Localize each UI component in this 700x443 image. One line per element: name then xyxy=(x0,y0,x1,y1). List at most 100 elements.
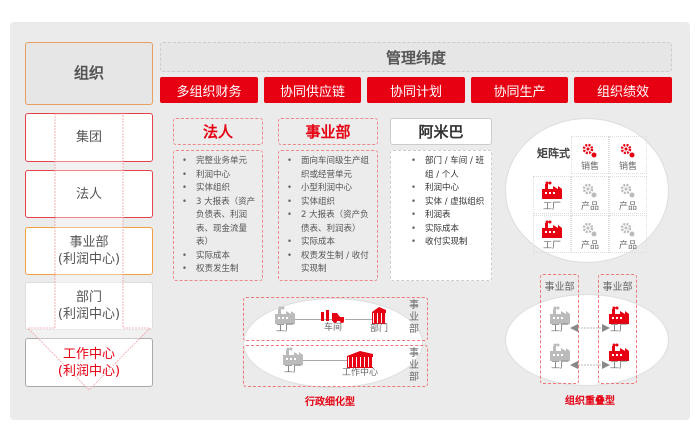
connector-line xyxy=(300,360,350,361)
cell-label: 工厂 xyxy=(542,241,561,251)
column-item: 利润中心 xyxy=(411,182,485,196)
factory-icon xyxy=(270,306,300,324)
column-item: 小型利润中心 xyxy=(287,182,371,196)
cell-label: 产品 xyxy=(618,241,637,251)
factory-icon xyxy=(541,181,563,199)
level-sublabel: (利润中心) xyxy=(57,363,121,379)
mgmt-header: 管理纬度 xyxy=(160,42,672,72)
gear-icon xyxy=(619,183,637,199)
matrix-cell: 产品 xyxy=(609,176,647,214)
cell-label: 产品 xyxy=(580,202,599,212)
cell-label: 产品 xyxy=(618,202,637,212)
cell-label: 产品 xyxy=(580,241,599,251)
node: 部门 xyxy=(364,306,394,335)
tab-finance[interactable]: 多组织财务 xyxy=(160,77,258,103)
overlap-division-box xyxy=(598,274,637,384)
column-item: 利润表 xyxy=(411,209,485,223)
connector-line xyxy=(285,319,335,320)
node: 工厂 xyxy=(278,347,308,376)
connector-line xyxy=(345,319,375,320)
node: 工厂 xyxy=(545,306,575,335)
factory-icon xyxy=(545,306,575,324)
admin-division-box xyxy=(243,345,428,387)
column-item: 实际成本 xyxy=(182,250,256,264)
node: 工厂 xyxy=(604,306,634,335)
node: 工厂 xyxy=(545,343,575,372)
column-item: 完整业务单元 xyxy=(182,155,256,169)
tab-planning[interactable]: 协同计划 xyxy=(367,77,465,103)
node-label: 车间 xyxy=(323,323,342,333)
level-workcenter: 工作中心(利润中心) xyxy=(25,338,153,387)
column-amoeba-body: 部门 / 车间 / 班组 / 个人利润中心实体 / 虚拟组织利润表实际成本收付实… xyxy=(390,150,492,281)
node: 工厂 xyxy=(604,343,634,372)
level-label: 集团 xyxy=(75,130,102,145)
overlap-division-label: 事业部 xyxy=(602,282,633,293)
overlap-caption: 组织重叠型 xyxy=(565,396,615,407)
column-item: 收付实现制 xyxy=(411,236,485,250)
matrix-cell: 销售 xyxy=(609,136,647,174)
matrix-cell: 产品 xyxy=(571,215,609,253)
node-label: 工厂 xyxy=(283,365,302,375)
tab-performance[interactable]: 组织绩效 xyxy=(574,77,672,103)
node-label: 工厂 xyxy=(609,324,628,334)
overlap-division-label: 事业部 xyxy=(544,282,575,293)
cell-label: 工厂 xyxy=(542,202,561,212)
admin-division-label: 事业部 xyxy=(409,348,419,383)
factory-icon xyxy=(604,343,634,361)
factory-icon xyxy=(541,220,563,238)
column-amoeba-title: 阿米巴 xyxy=(390,118,492,145)
level-label: 事业部 xyxy=(69,235,109,250)
cell-label: 销售 xyxy=(618,162,637,172)
gear-icon xyxy=(619,143,637,159)
column-item: 权责发生制 xyxy=(182,263,256,277)
level-division: 事业部 (利润中心) xyxy=(25,227,153,275)
factory-icon xyxy=(278,347,308,365)
level-label: 法人 xyxy=(75,186,102,202)
tab-supply-chain[interactable]: 协同供应链 xyxy=(264,77,361,103)
double-arrow-icon xyxy=(570,355,610,374)
node: 工厂 xyxy=(270,306,300,335)
node-label: 工作中心 xyxy=(341,368,378,378)
level-sublabel: (利润中心) xyxy=(57,252,121,267)
matrix-cell: 产品 xyxy=(571,176,609,214)
matrix-title: 矩阵式 xyxy=(537,147,570,160)
gear-icon xyxy=(581,183,599,199)
level-sublabel: (利润中心) xyxy=(57,307,121,322)
level-dept: 部门(利润中心) xyxy=(25,282,153,330)
column-division-title: 事业部 xyxy=(278,118,378,145)
column-legal-title: 法人 xyxy=(173,118,263,145)
tab-production[interactable]: 协同生产 xyxy=(471,77,568,103)
factory-icon xyxy=(545,343,575,361)
node-label: 工厂 xyxy=(550,361,569,371)
column-item: 实体 / 虚拟组织 xyxy=(411,196,485,210)
column-item: 实际成本 xyxy=(287,236,371,250)
double-arrow-icon xyxy=(570,318,610,337)
matrix-cell: 销售 xyxy=(571,136,609,174)
node-label: 工厂 xyxy=(609,361,628,371)
matrix-cell: 产品 xyxy=(609,215,647,253)
building-icon xyxy=(335,350,385,368)
matrix-cell: 工厂 xyxy=(533,176,571,214)
gear-icon xyxy=(581,222,599,238)
column-item: 实体组织 xyxy=(182,182,256,196)
level-group: 集团 xyxy=(25,113,153,162)
org-header: 组织 xyxy=(25,42,153,105)
overlap-ellipse xyxy=(505,294,669,386)
gear-icon xyxy=(619,222,637,238)
admin-division-label: 事业部 xyxy=(409,300,419,335)
level-label: 工作中心 xyxy=(62,346,115,362)
column-item: 面向车间级生产组织或经营单元 xyxy=(287,155,371,182)
cell-label: 销售 xyxy=(580,162,599,172)
node-label: 部门 xyxy=(369,324,388,334)
column-legal-body: 完整业务单元利润中心实体组织3 大报表（资产负债表、利润表、现金流量表）实际成本… xyxy=(173,150,263,281)
building-icon xyxy=(364,306,394,324)
node-label: 工厂 xyxy=(275,324,294,334)
factory-icon xyxy=(604,306,634,324)
column-item: 2 大报表（资产负债表、利润表） xyxy=(287,209,371,236)
admin-caption: 行政细化型 xyxy=(305,397,355,408)
column-item: 3 大报表（资产负债表、利润表、现金流量表） xyxy=(182,196,256,250)
admin-division-box xyxy=(243,297,428,341)
column-item: 权责发生制 / 收付实现制 xyxy=(287,250,371,277)
column-item: 利润中心 xyxy=(182,169,256,183)
column-item: 实体组织 xyxy=(287,196,371,210)
